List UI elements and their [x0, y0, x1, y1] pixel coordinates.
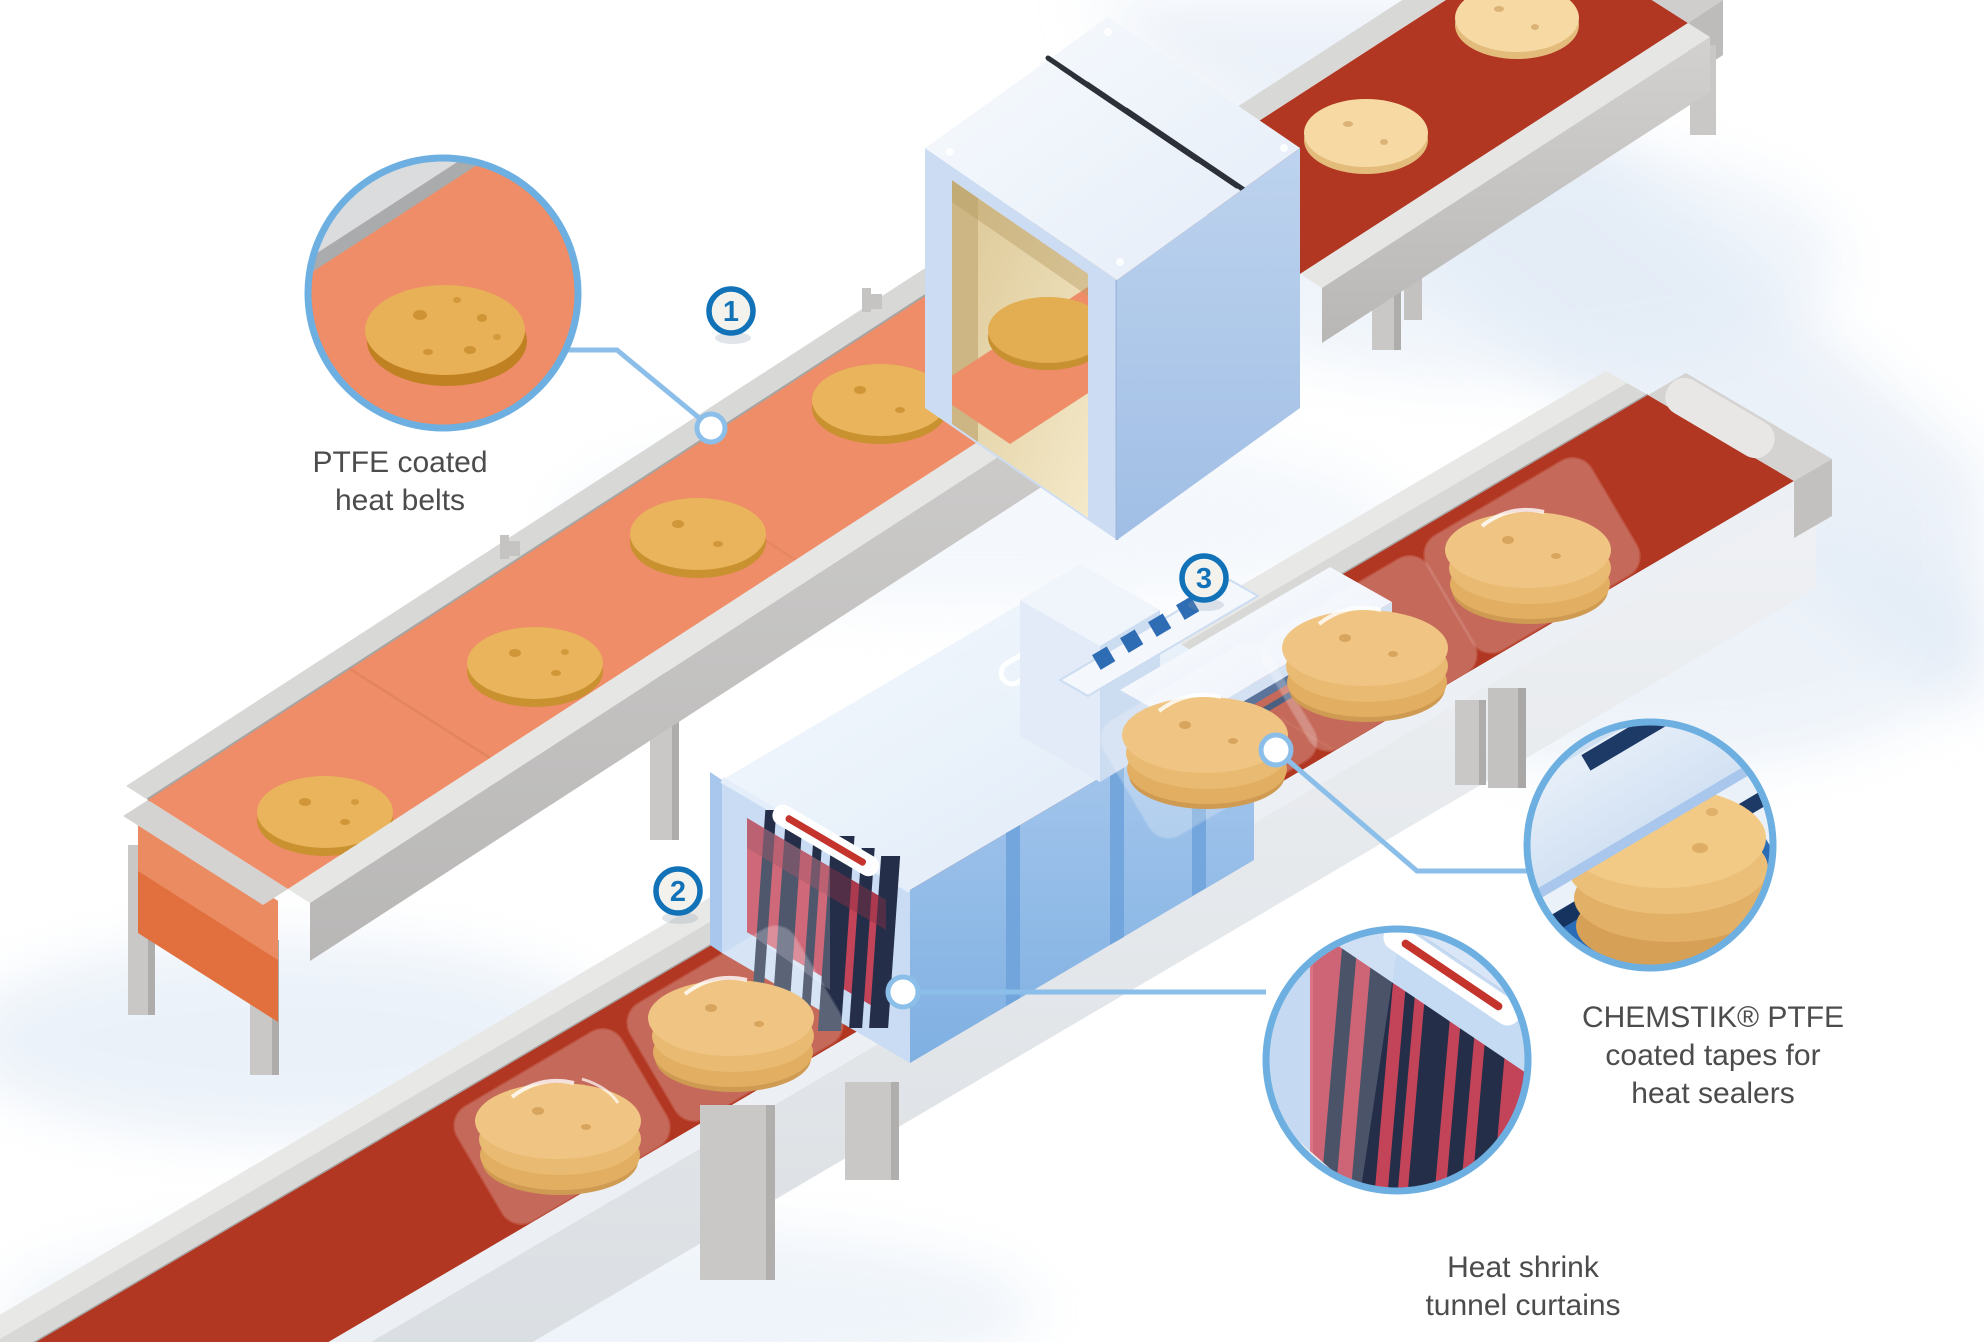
stack — [1100, 641, 1318, 839]
badge-2: 2 — [653, 866, 703, 924]
far-rail — [126, 158, 1117, 800]
caption-line: heat sealers — [1631, 1077, 1794, 1110]
oven-top-face — [925, 17, 1300, 280]
oven — [925, 17, 1300, 540]
badge-1: 1 — [706, 286, 756, 344]
oven-front-face — [925, 148, 1117, 540]
oven-vent — [1045, 55, 1253, 197]
near-rail — [1300, 23, 1710, 288]
belt-end-cap — [1648, 373, 1832, 538]
stack — [453, 1027, 671, 1225]
node-curtain — [885, 974, 921, 1010]
inset-border — [304, 154, 582, 432]
caption-tunnel-curtains: Heat shrink tunnel curtains — [1425, 1251, 1620, 1322]
belt-end-cap — [1651, 0, 1723, 23]
floor-posts — [700, 688, 1526, 1280]
badge-2-number: 2 — [670, 876, 686, 908]
tunnel-curtains — [747, 810, 901, 1031]
tunnel-status-capsule — [772, 804, 880, 877]
sealer-bar — [1120, 567, 1392, 725]
stack — [1423, 456, 1641, 654]
callout-connectors — [566, 347, 1527, 995]
capsule — [1383, 931, 1521, 1026]
caption-line: CHEMSTIK® PTFE — [1582, 1001, 1844, 1034]
oven-interior — [952, 180, 1088, 518]
node-belt — [694, 411, 728, 445]
badge-3: 3 — [1179, 553, 1229, 611]
callout-nodes — [694, 411, 1294, 1010]
badge-1-number: 1 — [723, 296, 739, 328]
node-sealer — [1258, 732, 1294, 768]
wrapped-pancake-stacks — [453, 456, 1641, 1225]
belt-end-cap — [123, 800, 288, 905]
pancakes-raw — [257, 364, 948, 856]
inset-border — [1262, 925, 1532, 1195]
rail-bracket — [500, 288, 882, 559]
stack — [626, 924, 844, 1122]
oven-screws — [946, 28, 1288, 266]
inset-heat-belt — [304, 154, 582, 432]
caption-heat-belts: PTFE coated heat belts — [312, 446, 487, 517]
inset-border — [1523, 718, 1777, 972]
pancakes-baked — [1304, 0, 1579, 174]
badge-3-number: 3 — [1196, 563, 1212, 595]
stack — [1260, 554, 1478, 752]
sealer-buttons — [1092, 596, 1200, 670]
sealer-console — [1058, 578, 1260, 698]
caption-line: PTFE coated — [312, 446, 487, 479]
caption-line: Heat shrink — [1447, 1251, 1600, 1284]
caption-line: tunnel curtains — [1425, 1289, 1620, 1322]
oven-right-face — [1117, 148, 1300, 540]
caption-sealer-tapes: CHEMSTIK® PTFE coated tapes for heat sea… — [1582, 1001, 1844, 1110]
caption-line: coated tapes for — [1605, 1039, 1820, 1072]
caption-line: heat belts — [335, 484, 465, 517]
